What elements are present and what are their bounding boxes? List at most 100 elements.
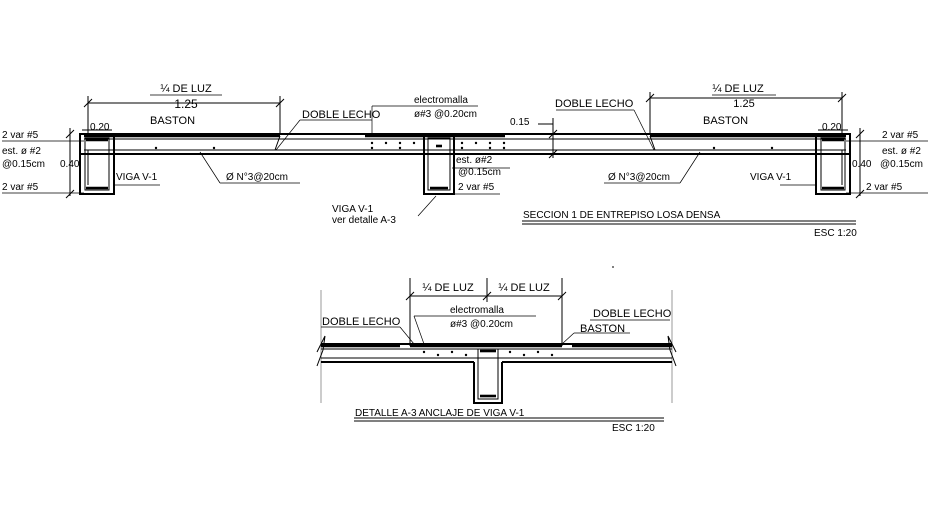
dim-tick bbox=[837, 93, 847, 103]
center-2var: 2 var #5 bbox=[458, 182, 495, 193]
left-beam-stirrup bbox=[84, 137, 110, 191]
center-spacing: @0.15cm bbox=[458, 167, 501, 178]
rebar-dot bbox=[370, 141, 374, 145]
baston-left-label: BASTON bbox=[150, 115, 195, 127]
rebar-dot bbox=[474, 141, 478, 145]
leader bbox=[417, 195, 437, 217]
dim-tick bbox=[557, 291, 567, 301]
rebar-dot bbox=[450, 350, 454, 354]
rebar-left-label: Ø N°3@20cm bbox=[226, 172, 288, 183]
baston-left-hook bbox=[274, 135, 281, 151]
rebar-dot bbox=[412, 141, 416, 145]
section1-title: SECCION 1 DE ENTREPISO LOSA DENSA bbox=[523, 210, 721, 221]
leader bbox=[399, 326, 415, 345]
left-beam bbox=[79, 133, 115, 195]
right-2var-bottom: 2 var #5 bbox=[866, 182, 903, 193]
rebar-dot bbox=[522, 353, 526, 357]
dim-tick bbox=[275, 98, 285, 108]
rebar-dot bbox=[398, 141, 402, 145]
rebar-dot bbox=[464, 353, 468, 357]
left-040: 0.40 bbox=[60, 159, 80, 170]
section1-drawing: ¼ DE LUZ 1.25 ¼ DE LUZ 1.25 BASTON BASTO… bbox=[2, 83, 928, 239]
detail-baston: BASTON bbox=[580, 323, 625, 335]
dim-left-value: 1.25 bbox=[174, 97, 198, 111]
rebar-right-label: Ø N°3@20cm bbox=[608, 172, 670, 183]
left-est: est. ø #2 bbox=[2, 146, 41, 157]
detail-rebar-dots bbox=[422, 350, 554, 357]
leader bbox=[561, 332, 575, 345]
dim-tick bbox=[65, 189, 75, 199]
right-spacing: @0.15cm bbox=[880, 159, 923, 170]
rebar-dot bbox=[502, 146, 506, 150]
left-spacing: @0.15cm bbox=[2, 159, 45, 170]
rebar-dot bbox=[370, 146, 374, 150]
dim-tick bbox=[65, 129, 75, 139]
center-beam bbox=[423, 133, 455, 195]
leader bbox=[199, 151, 221, 184]
center-beam-stirrup bbox=[427, 137, 451, 191]
dim-tick bbox=[645, 93, 655, 103]
left-2var-bottom: 2 var #5 bbox=[2, 182, 39, 193]
ver-detalle-label: ver detalle A-3 bbox=[332, 215, 396, 226]
doble-lecho-left-label: DOBLE LECHO bbox=[302, 109, 381, 121]
rebar-dot bbox=[536, 350, 540, 354]
break-mark-left bbox=[316, 335, 326, 367]
section1-scale: ESC 1:20 bbox=[814, 228, 857, 239]
dim-015-label: 0.15 bbox=[510, 117, 530, 128]
dim-020-right-label: 0.20 bbox=[822, 122, 842, 133]
left-2var-top: 2 var #5 bbox=[2, 130, 39, 141]
dim-tick bbox=[405, 291, 415, 301]
detail-frac-luz-right: ¼ DE LUZ bbox=[498, 282, 550, 294]
slab-rebar-dots bbox=[154, 141, 774, 150]
dim-right-value: 1.25 bbox=[733, 98, 754, 110]
leader bbox=[679, 151, 701, 184]
detail-beam bbox=[473, 362, 503, 404]
right-040: 0.40 bbox=[852, 159, 872, 170]
detail-doble-lecho-right: DOBLE LECHO bbox=[593, 308, 672, 320]
rebar-dot bbox=[154, 146, 158, 150]
rebar-dot bbox=[508, 350, 512, 354]
detail-electromalla-spec: ø#3 @0.20cm bbox=[450, 319, 513, 330]
rebar-dot bbox=[488, 141, 492, 145]
right-est: est. ø #2 bbox=[882, 146, 921, 157]
doble-lecho-right-label: DOBLE LECHO bbox=[555, 98, 634, 110]
rebar-dot bbox=[712, 146, 716, 150]
detail-frac-luz-left: ¼ DE LUZ bbox=[422, 282, 474, 294]
rebar-dot bbox=[550, 353, 554, 357]
viga-right-label: VIGA V-1 bbox=[750, 172, 792, 183]
detail-drawing: ¼ DE LUZ ¼ DE LUZ electromalla ø#3 @0.20… bbox=[316, 278, 677, 434]
leader bbox=[275, 119, 301, 151]
dim-tick bbox=[855, 189, 865, 199]
dim-tick bbox=[548, 149, 558, 159]
frac-luz-right: ¼ DE LUZ bbox=[712, 83, 764, 95]
detail-beam-stirrup bbox=[477, 348, 499, 400]
detail-doble-lecho-left: DOBLE LECHO bbox=[322, 316, 401, 328]
rebar-dot bbox=[212, 146, 216, 150]
leader bbox=[413, 315, 425, 345]
detail-electromalla: electromalla bbox=[450, 305, 504, 316]
viga-center-label: VIGA V-1 bbox=[332, 204, 374, 215]
center-est: est. ø#2 bbox=[456, 155, 493, 166]
rebar-dot bbox=[460, 141, 464, 145]
detail-scale: ESC 1:20 bbox=[612, 423, 655, 434]
rebar-dot bbox=[422, 350, 426, 354]
rebar-dot bbox=[502, 141, 506, 145]
rebar-dot bbox=[384, 141, 388, 145]
frac-luz-left: ¼ DE LUZ bbox=[160, 83, 212, 95]
dim-tick bbox=[548, 129, 558, 139]
right-2var-top: 2 var #5 bbox=[882, 130, 919, 141]
baston-right-label: BASTON bbox=[703, 115, 748, 127]
dim-020-left-label: 0.20 bbox=[90, 122, 110, 133]
electromalla-label: electromalla bbox=[414, 95, 468, 106]
break-mark-right bbox=[667, 335, 677, 367]
right-beam-stirrup bbox=[820, 137, 846, 191]
baston-right-hook bbox=[649, 135, 656, 151]
rebar-dot bbox=[460, 146, 464, 150]
rebar-dot bbox=[436, 353, 440, 357]
dim-tick bbox=[855, 129, 865, 139]
rebar-dot bbox=[770, 146, 774, 150]
dim-tick bbox=[83, 98, 93, 108]
leader bbox=[633, 109, 655, 151]
right-beam bbox=[815, 133, 851, 195]
